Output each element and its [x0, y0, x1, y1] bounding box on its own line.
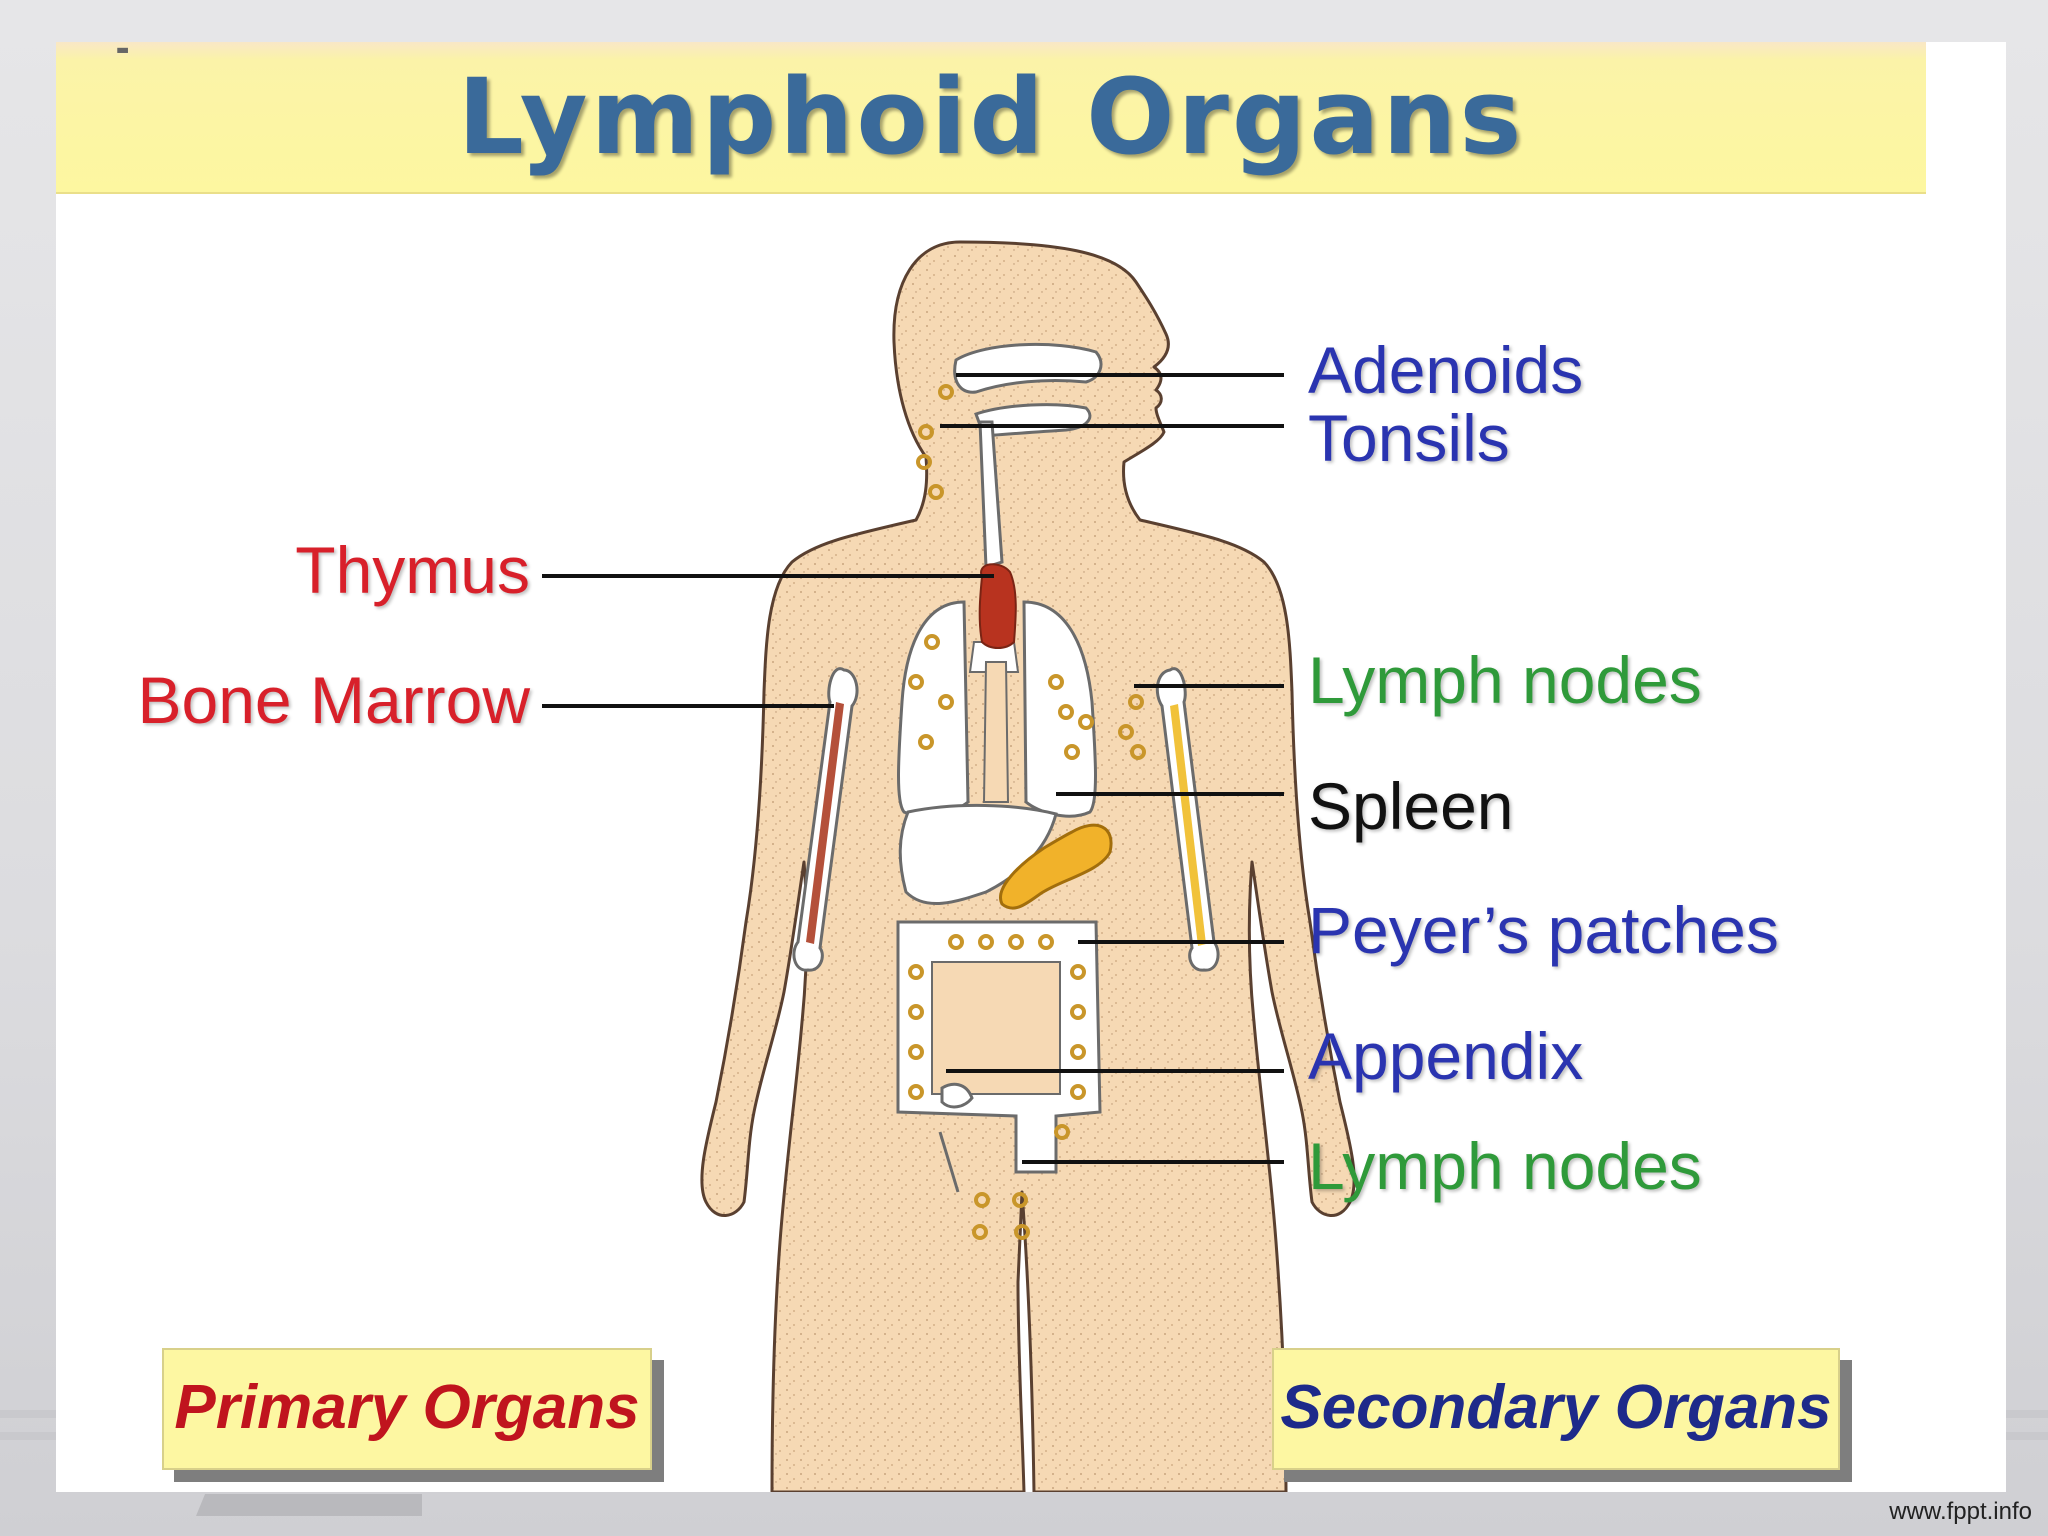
secondary-organs-box: Secondary Organs — [1272, 1348, 1840, 1470]
small-intestine — [932, 962, 1060, 1094]
lymph-node — [1016, 1226, 1028, 1238]
label-bone-marrow: Bone Marrow — [138, 662, 531, 738]
secondary-organs-label: Secondary Organs — [1274, 1372, 1838, 1443]
watermark: www.fppt.info — [1889, 1498, 2032, 1526]
label-spleen: Spleen — [1308, 768, 1514, 844]
label-adenoids: Adenoids — [1308, 332, 1583, 408]
label-peyers-patches: Peyer’s patches — [1308, 892, 1779, 968]
primary-organs-label: Primary Organs — [164, 1372, 650, 1443]
footer-tab — [196, 1494, 422, 1516]
lymph-node — [918, 456, 930, 468]
slide: ▬ Lymphoid Organs — [56, 42, 2006, 1492]
bronchi — [984, 662, 1008, 802]
label-lymph-nodes-upper: Lymph nodes — [1308, 642, 1702, 718]
primary-organs-box: Primary Organs — [162, 1348, 652, 1470]
label-thymus: Thymus — [295, 532, 530, 608]
human-body-diagram — [56, 42, 2006, 1492]
label-tonsils: Tonsils — [1308, 400, 1510, 476]
label-appendix: Appendix — [1308, 1018, 1583, 1094]
label-lymph-nodes-lower: Lymph nodes — [1308, 1128, 1702, 1204]
